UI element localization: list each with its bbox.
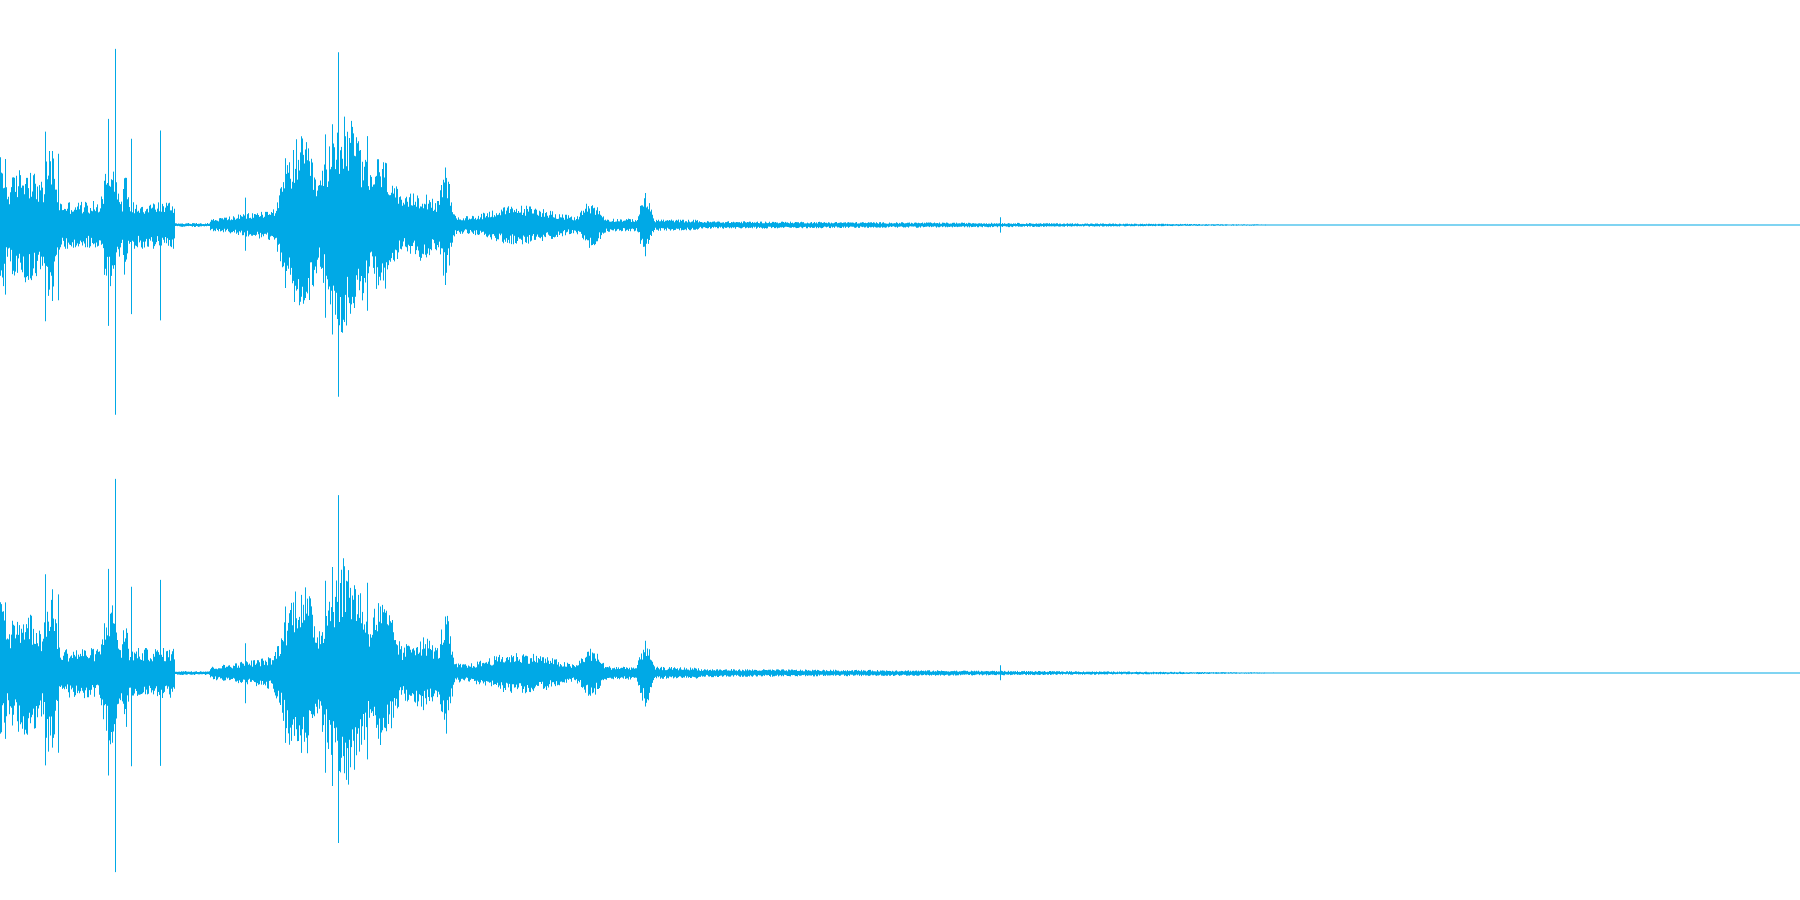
channel-2-waveform xyxy=(0,478,1800,873)
channel-1-waveform xyxy=(0,48,1800,415)
waveform-body xyxy=(0,120,1300,333)
waveform-body xyxy=(0,558,1300,785)
